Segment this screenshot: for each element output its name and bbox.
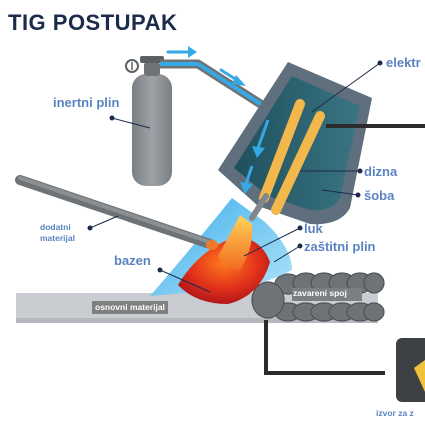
label-power-source: izvor za z: [376, 408, 414, 418]
weld-label-bar: [292, 288, 362, 301]
filler-rod: [15, 175, 218, 250]
label-filler-line1: dodatni: [40, 222, 71, 232]
electrode: [249, 99, 325, 221]
page-title: TIG POSTUPAK: [8, 10, 178, 35]
label-shield-cup: šoba: [364, 188, 395, 203]
label-inert-gas: inertni plin: [53, 95, 120, 110]
power-source: [396, 338, 425, 402]
torch-gas-arrows: [240, 119, 270, 194]
power-cable: [264, 320, 385, 375]
gas-hose-inner: [160, 62, 272, 112]
base-plate-shadow: [16, 318, 378, 323]
gas-hose: [160, 59, 273, 114]
label-nozzle: dizna: [364, 164, 398, 179]
label-weld-joint: zavareni spoj: [293, 288, 347, 298]
gas-cylinder: [125, 56, 172, 186]
label-weld-pool: bazen: [114, 253, 151, 268]
label-base-material: osnovni materijal: [92, 301, 168, 314]
label-arc: luk: [304, 221, 323, 236]
gas-flow-arrows: [166, 46, 246, 86]
label-filler-line2: materijal: [40, 233, 75, 243]
leader-lines: [87, 60, 383, 293]
torch: [218, 62, 425, 225]
arc: [218, 215, 253, 270]
label-filler-material: dodatni materijal: [40, 222, 75, 244]
label-shielding-gas: zaštitni plin: [304, 239, 376, 254]
label-electrode: elektr: [386, 55, 421, 70]
